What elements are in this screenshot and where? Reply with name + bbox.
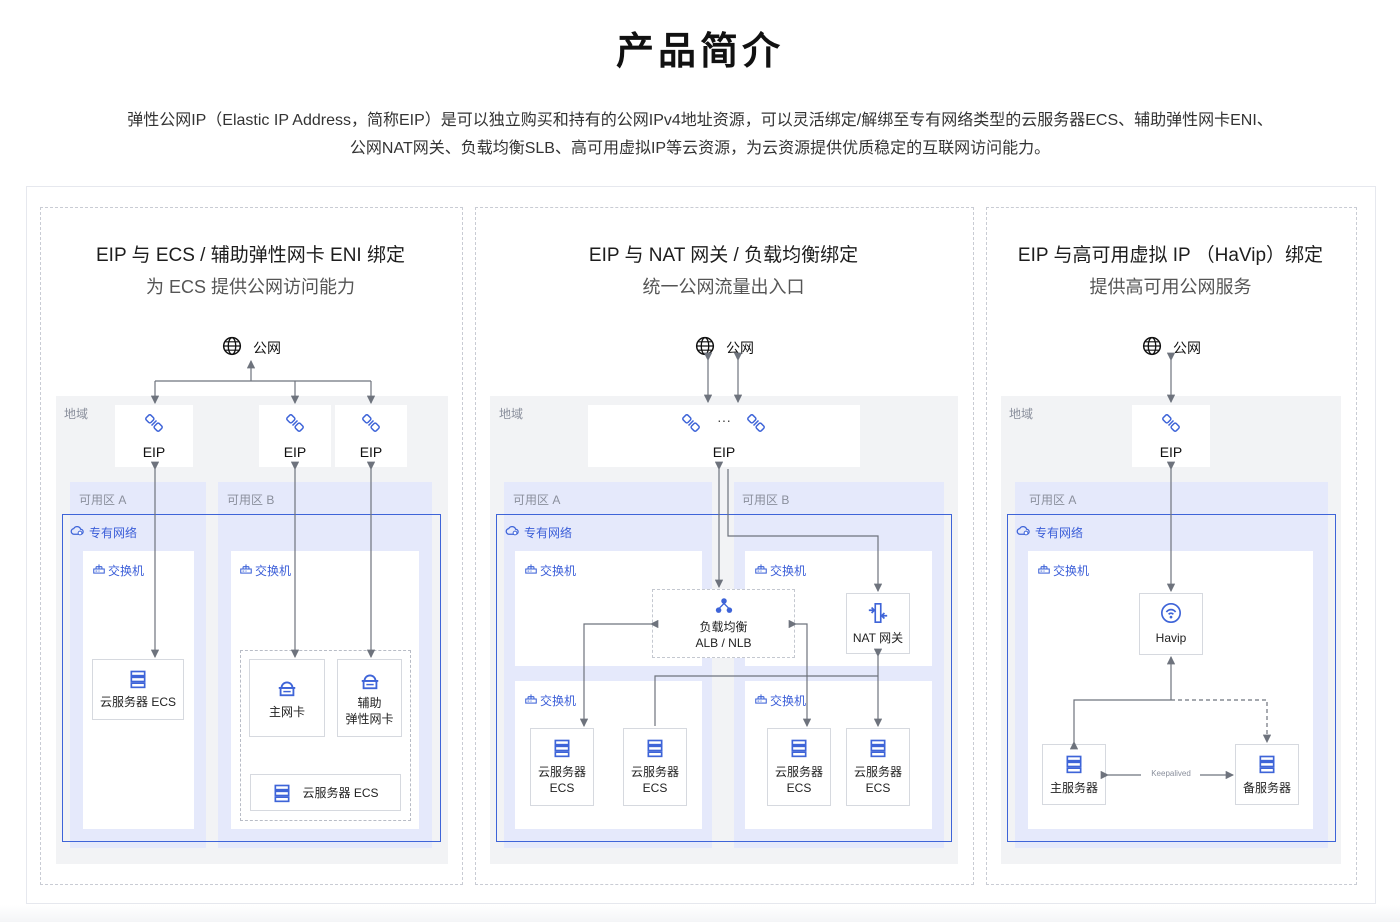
zone-a-label: 可用区 A xyxy=(1029,493,1077,507)
switch-label: 交换机 xyxy=(1053,564,1090,578)
ecs-label-1: 云服务器 xyxy=(774,765,823,779)
panel-nat-lb xyxy=(475,207,974,885)
havip-label: Havip xyxy=(1155,631,1187,645)
backup-server-label: 备服务器 xyxy=(1242,780,1291,795)
ecs-label-2: ECS xyxy=(865,781,891,795)
region-label: 地域 xyxy=(1009,407,1034,421)
backup-server-node: 备服务器 xyxy=(1235,744,1299,805)
eip-label: EIP xyxy=(283,444,307,460)
eip-node xyxy=(335,405,407,467)
eip-label: EIP xyxy=(1159,444,1183,460)
switch-label: 交换机 xyxy=(540,694,577,708)
panel-1-subtitle: 为 ECS 提供公网访问能力 xyxy=(145,277,355,297)
page-title: 产品简介 xyxy=(615,31,784,73)
primary-nic-node: 主网卡 xyxy=(249,659,325,737)
ecs-node: 云服务器 ECS xyxy=(530,728,594,806)
keepalived-label: Keepalived xyxy=(1143,769,1199,778)
vpc-label: 专有网络 xyxy=(1035,526,1084,540)
zone-b-label: 可用区 B xyxy=(227,493,275,507)
load-balancer-node: 负载均衡 ALB / NLB xyxy=(652,589,795,658)
internet-label: 公网 xyxy=(253,340,281,356)
region-label: 地域 xyxy=(499,407,524,421)
page-bottom-fade xyxy=(0,905,1400,922)
intro-line-2: 公网NAT网关、负载均衡SLB、高可用虚拟IP等云资源，为云资源提供优质稳定的互… xyxy=(349,140,1051,157)
ecs-label-1: 云服务器 xyxy=(630,765,679,779)
diagram-container xyxy=(26,186,1376,904)
zone-a-label: 可用区 A xyxy=(513,493,561,507)
ecs-label-2: ECS xyxy=(786,781,812,795)
eip-node xyxy=(1132,405,1210,467)
nat-label: NAT 网关 xyxy=(852,630,904,645)
vpc-box xyxy=(62,514,441,842)
ecs-label-1: 云服务器 xyxy=(537,765,586,779)
internet-label: 公网 xyxy=(726,340,754,356)
ecs-label-2: ECS xyxy=(549,781,575,795)
switch-label: 交换机 xyxy=(108,564,145,578)
ecs-node: 云服务器 ECS xyxy=(846,728,910,806)
secondary-nic-node: 辅助 弹性网卡 xyxy=(337,659,402,737)
vpc-box xyxy=(496,514,952,842)
switch-label: 交换机 xyxy=(540,564,577,578)
ecs-label: 云服务器 ECS xyxy=(99,695,176,709)
eip-ellipsis: ··· xyxy=(717,412,731,428)
secondary-nic-label-1: 辅助 xyxy=(357,696,382,710)
ecs-node: 云服务器 ECS xyxy=(623,728,687,806)
ecs-node: 云服务器 ECS xyxy=(92,659,184,720)
ecs-label: 云服务器 ECS xyxy=(302,785,379,800)
panel-3-subtitle: 提供高可用公网服务 xyxy=(1089,277,1252,297)
lb-label-2: ALB / NLB xyxy=(695,636,752,650)
lb-label-1: 负载均衡 xyxy=(699,620,748,634)
eip-node xyxy=(115,405,193,467)
primary-server-label: 主服务器 xyxy=(1049,780,1098,795)
eip-label: EIP xyxy=(142,444,166,460)
panel-1-title: EIP 与 ECS / 辅助弹性网卡 ENI 绑定 xyxy=(96,245,405,266)
zone-b-label: 可用区 B xyxy=(742,493,790,507)
switch-label: 交换机 xyxy=(255,564,292,578)
intro-line-1: 弹性公网IP（Elastic IP Address，简称EIP）是可以独立购买和… xyxy=(127,112,1273,129)
primary-nic-label: 主网卡 xyxy=(268,705,305,719)
region-label: 地域 xyxy=(64,407,89,421)
eip-label: EIP xyxy=(712,444,736,460)
panel-2-title: EIP 与 NAT 网关 / 负载均衡绑定 xyxy=(588,245,859,266)
panel-ecs-eni xyxy=(40,207,463,885)
zone-a-label: 可用区 A xyxy=(79,493,127,507)
vpc-label: 专有网络 xyxy=(524,526,573,540)
internet-label: 公网 xyxy=(1173,340,1201,356)
ecs-label-1: 云服务器 xyxy=(853,765,902,779)
switch-label: 交换机 xyxy=(770,564,807,578)
secondary-nic-label-2: 弹性网卡 xyxy=(345,712,394,726)
nat-gateway-node: NAT 网关 xyxy=(846,593,910,654)
ecs-node: 云服务器 ECS xyxy=(250,774,401,811)
panel-3-title: EIP 与高可用虚拟 IP （HaVip）绑定 xyxy=(1017,245,1324,266)
eip-node xyxy=(259,405,331,467)
panel-havip xyxy=(986,207,1357,885)
eip-label: EIP xyxy=(359,444,383,460)
havip-node: Havip xyxy=(1139,593,1203,655)
panel-2-subtitle: 统一公网流量出入口 xyxy=(642,277,805,297)
vpc-label: 专有网络 xyxy=(89,526,138,540)
ecs-label-2: ECS xyxy=(642,781,668,795)
eip-node xyxy=(588,405,860,467)
ecs-instance-group xyxy=(240,650,411,821)
ecs-node: 云服务器 ECS xyxy=(767,728,831,806)
